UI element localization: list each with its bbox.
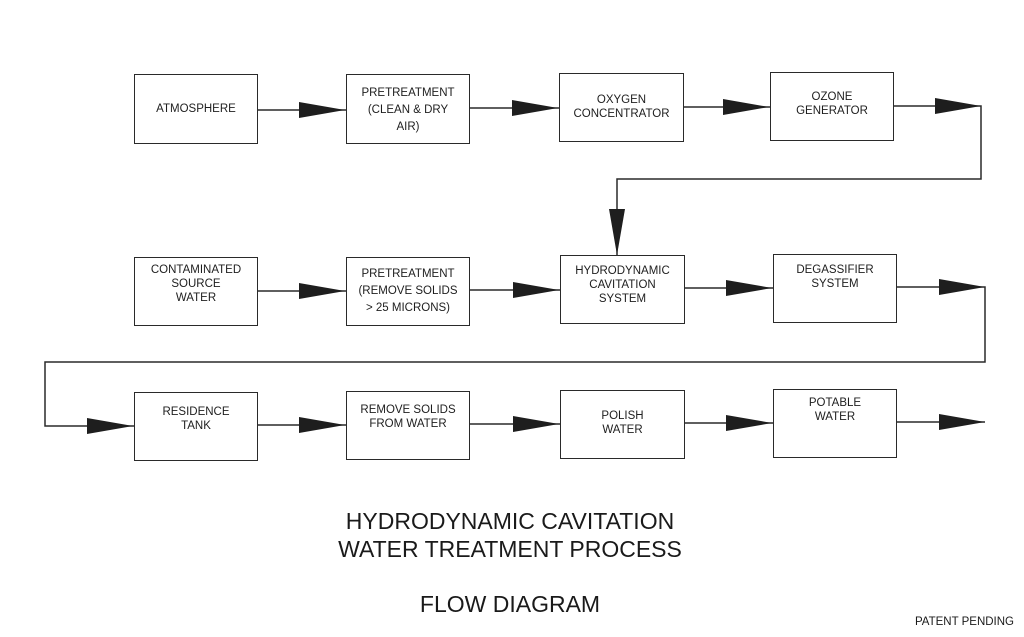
step-label: ATMOSPHERE bbox=[156, 103, 236, 115]
arrow-head-down-icon bbox=[609, 209, 625, 255]
step-remove-solids-from-water: REMOVE SOLIDS FROM WATER bbox=[346, 391, 470, 460]
step-label: REMOVE SOLIDS FROM WATER bbox=[360, 404, 456, 430]
step-label: OXYGEN CONCENTRATOR bbox=[573, 94, 670, 120]
diagram-title-line1: HYDRODYNAMIC CAVITATION bbox=[345, 508, 675, 534]
arrow-head-icon bbox=[513, 282, 559, 298]
step-label: PRETREATMENT (CLEAN & DRY AIR) bbox=[361, 87, 455, 133]
arrow-head-icon bbox=[723, 99, 769, 115]
step-residence-tank: RESIDENCE TANK bbox=[134, 392, 258, 461]
step-potable-water: POTABLE WATER bbox=[773, 389, 897, 458]
step-label: POTABLE WATER bbox=[808, 397, 862, 423]
arrow-head-icon bbox=[513, 416, 559, 432]
patent-pending-note: PATENT PENDING bbox=[914, 616, 1014, 628]
step-label: HYDRODYNAMIC CAVITATION SYSTEM bbox=[575, 265, 670, 305]
step-label: POLISH WATER bbox=[601, 410, 644, 436]
step-label: CONTAMINATED SOURCE WATER bbox=[150, 264, 242, 304]
arrow-head-icon bbox=[726, 280, 772, 296]
arrow-head-icon bbox=[726, 415, 772, 431]
arrow-head-icon bbox=[939, 414, 985, 430]
diagram-subtitle: FLOW DIAGRAM bbox=[419, 591, 601, 617]
step-degassifier-system: DEGASSIFIER SYSTEM bbox=[773, 254, 897, 323]
step-polish-water: POLISH WATER bbox=[560, 390, 685, 459]
step-label: RESIDENCE TANK bbox=[162, 406, 230, 432]
arrow-head-icon bbox=[87, 418, 133, 434]
step-ozone-generator: OZONE GENERATOR bbox=[770, 72, 894, 141]
step-hydrodynamic-cavitation-system: HYDRODYNAMIC CAVITATION SYSTEM bbox=[560, 255, 685, 324]
step-oxygen-concentrator: OXYGEN CONCENTRATOR bbox=[559, 73, 684, 142]
step-contaminated-source-water: CONTAMINATED SOURCE WATER bbox=[134, 257, 258, 326]
arrow-head-icon bbox=[512, 100, 558, 116]
step-label: DEGASSIFIER SYSTEM bbox=[796, 264, 874, 290]
step-label: PRETREATMENT (REMOVE SOLIDS > 25 MICRONS… bbox=[358, 268, 458, 314]
arrow-head-icon bbox=[935, 98, 981, 114]
diagram-title-line2: WATER TREATMENT PROCESS bbox=[338, 536, 682, 562]
arrow-head-icon bbox=[299, 102, 345, 118]
step-pretreatment-air: PRETREATMENT (CLEAN & DRY AIR) bbox=[346, 74, 470, 144]
arrow-head-icon bbox=[939, 279, 985, 295]
step-label: OZONE GENERATOR bbox=[796, 91, 868, 117]
step-atmosphere: ATMOSPHERE bbox=[134, 74, 258, 144]
step-pretreatment-water: PRETREATMENT (REMOVE SOLIDS > 25 MICRONS… bbox=[346, 257, 470, 326]
arrow-head-icon bbox=[299, 417, 345, 433]
arrow-head-icon bbox=[299, 283, 345, 299]
